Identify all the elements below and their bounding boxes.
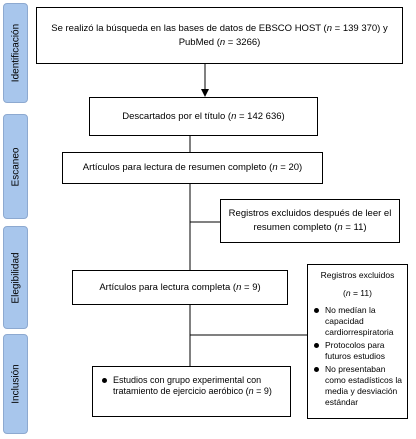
list-item: Estudios con grupo experimental con trat… bbox=[101, 375, 282, 397]
excluded-title: Registros excluidos bbox=[320, 270, 395, 280]
abstract-box: Artículos para lectura de resumen comple… bbox=[62, 152, 323, 184]
list-item: No presentaban como estadísticos la medi… bbox=[313, 364, 402, 408]
abstract-text: Artículos para lectura de resumen comple… bbox=[82, 162, 303, 173]
phase-identificacion: Identificación bbox=[3, 3, 28, 103]
included-studies-box: Estudios con grupo experimental con trat… bbox=[92, 366, 291, 417]
excluded-after-text: Registros excluidos después de leer el r… bbox=[228, 208, 392, 233]
excluded-reasons-list: No medían la capacidad cardiorrespirator… bbox=[313, 305, 402, 408]
fulltext-text: Artículos para lectura completa (n = 9) bbox=[99, 281, 261, 293]
excluded-after-abstract-box: Registros excluidos después de leer el r… bbox=[220, 199, 400, 243]
search-box: Se realizó la búsqueda en las bases de d… bbox=[36, 7, 403, 64]
excluded-count: (n = 11) bbox=[343, 288, 372, 298]
discarded-text: Descartados por el título (n = 142 636) bbox=[122, 110, 285, 122]
included-list: Estudios con grupo experimental con trat… bbox=[101, 375, 282, 397]
fulltext-box: Artículos para lectura completa (n = 9) bbox=[72, 270, 288, 305]
phase-inclusion: Inclusión bbox=[3, 334, 28, 434]
search-text: Se realizó la búsqueda en las bases de d… bbox=[51, 22, 388, 48]
phase-elegibilidad: Elegibilidad bbox=[3, 226, 28, 329]
excluded-records-box: Registros excluidos (n = 11) No medían l… bbox=[307, 264, 408, 419]
list-item: No medían la capacidad cardiorrespirator… bbox=[313, 305, 402, 338]
discarded-box: Descartados por el título (n = 142 636) bbox=[89, 97, 318, 136]
list-item: Protocolos para futuros estudios bbox=[313, 340, 402, 362]
phase-escaneo: Escaneo bbox=[3, 114, 28, 219]
